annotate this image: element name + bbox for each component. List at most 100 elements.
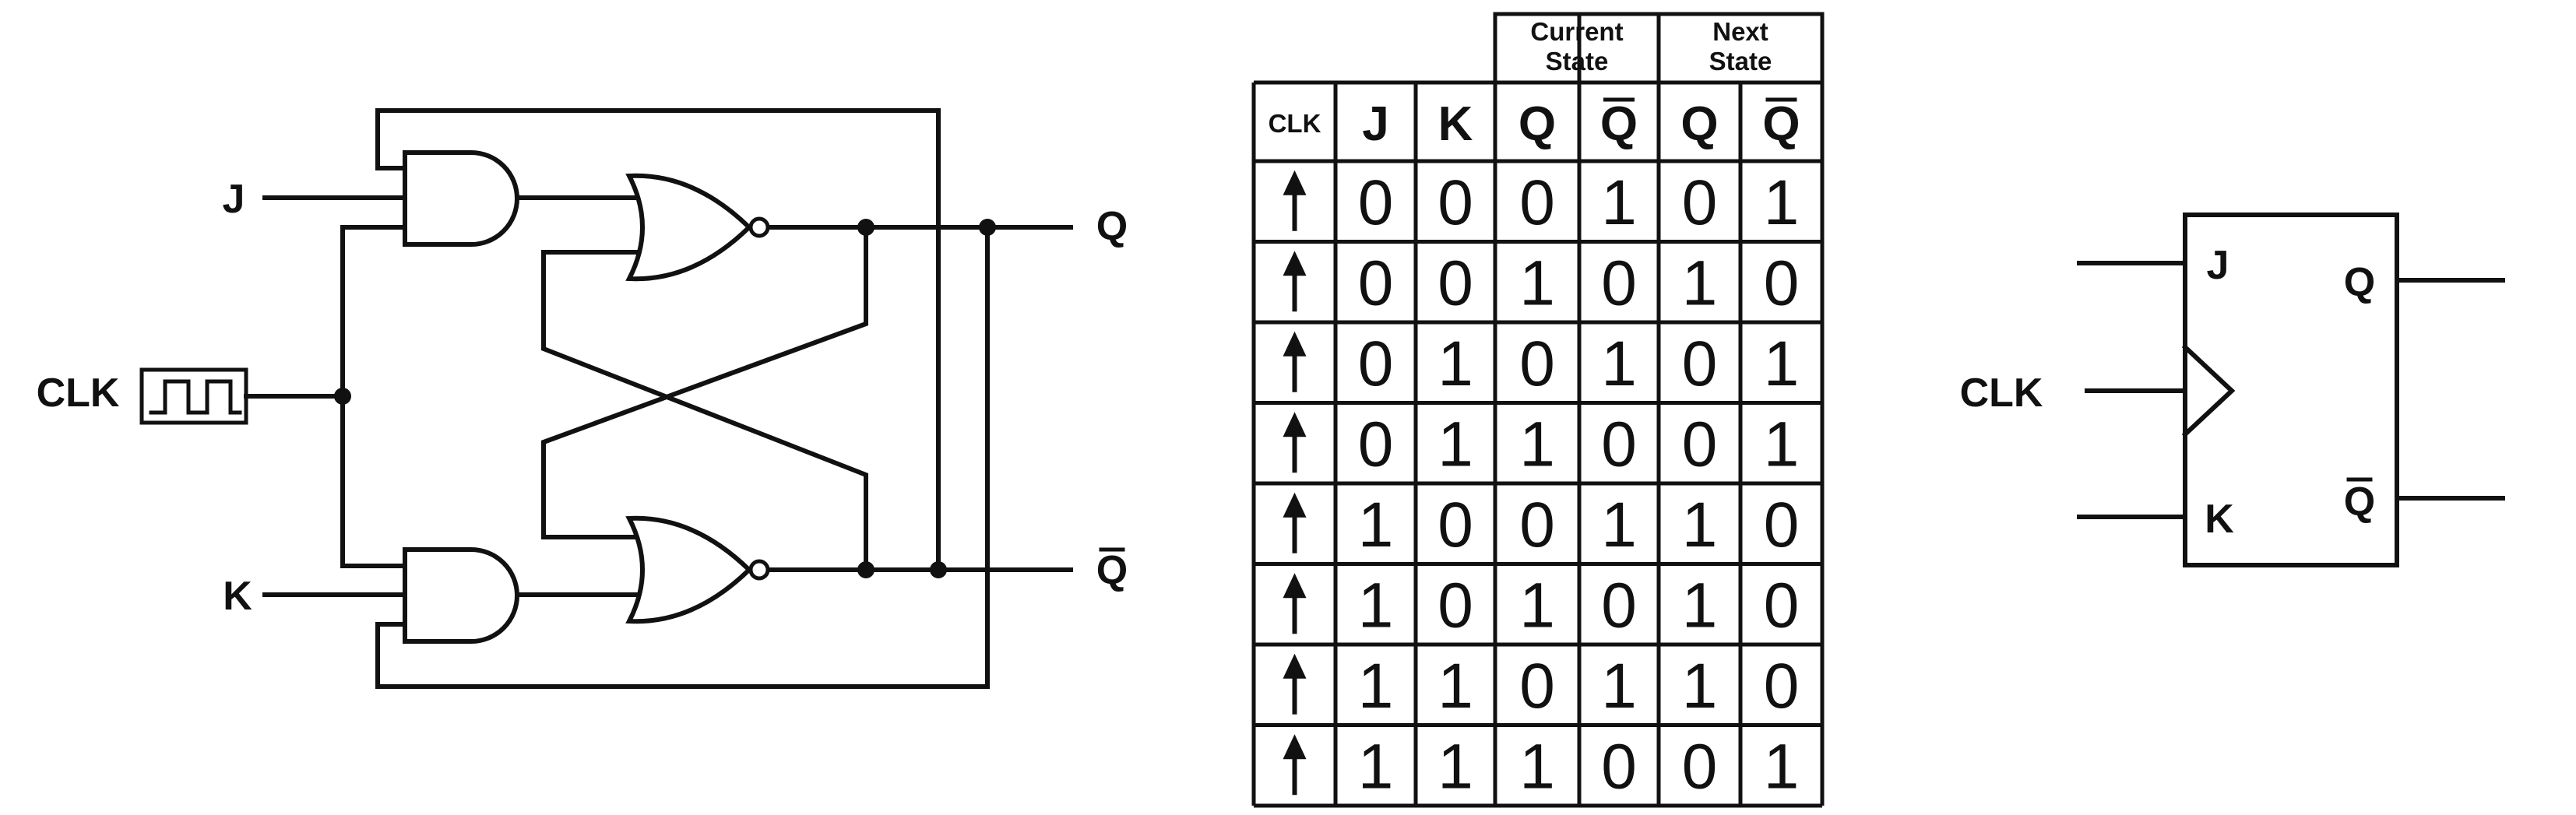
table-cell: 0 (1358, 328, 1394, 399)
table-cell: 0 (1682, 328, 1718, 399)
table-cell: 1 (1519, 409, 1555, 480)
next-state-label-line1: Next (1712, 17, 1768, 46)
rising-edge-arrow-icon (1283, 734, 1307, 796)
column-header: Q (1519, 97, 1556, 151)
column-header: Q (1600, 97, 1638, 151)
table-cell: 0 (1601, 570, 1637, 641)
block-clk-label: CLK (1960, 371, 2043, 416)
input-k-label: K (223, 574, 252, 619)
flip-flop-box (2183, 213, 2399, 567)
table-cell: 1 (1764, 731, 1800, 802)
table-cell: 1 (1601, 328, 1637, 399)
next-state-label-line2: State (1709, 47, 1772, 76)
table-cell: 0 (1358, 167, 1394, 238)
table-cell: 1 (1764, 328, 1800, 399)
block-pin-qbar-label: Q (2344, 477, 2375, 525)
table-cell: 1 (1682, 248, 1718, 318)
table-cell: 0 (1764, 651, 1800, 722)
table-cell: 1 (1358, 651, 1394, 722)
rising-edge-arrow-icon (1283, 251, 1307, 312)
table-cell: 1 (1438, 731, 1473, 802)
table-cell: 0 (1601, 731, 1637, 802)
table-cell: 0 (1358, 248, 1394, 318)
table-cell: 0 (1601, 409, 1637, 480)
junction-dots (334, 219, 996, 578)
table-cell: 0 (1682, 731, 1718, 802)
table-cell: 0 (1438, 248, 1473, 318)
clock-source-icon (139, 367, 248, 425)
table-cell: 1 (1358, 731, 1394, 802)
table-cell: 0 (1601, 248, 1637, 318)
table-cell: 1 (1519, 248, 1555, 318)
table-cell: 1 (1764, 167, 1800, 238)
rising-edge-arrow-icon (1283, 412, 1307, 473)
nor-gate-top (625, 173, 770, 282)
table-cell: 0 (1682, 409, 1718, 480)
svg-text:Q: Q (2344, 480, 2375, 525)
table-cell: 1 (1682, 570, 1718, 641)
and-gate-bottom (403, 547, 519, 644)
block-pin-j-label: J (2207, 243, 2229, 288)
svg-text:Q: Q (1096, 548, 1128, 593)
table-cell: 0 (1764, 570, 1800, 641)
table-cell: 1 (1358, 490, 1394, 560)
table-cell: 1 (1519, 570, 1555, 641)
circuit-wires (244, 108, 1073, 689)
table-cell: 0 (1519, 167, 1555, 238)
table-cell: 1 (1519, 731, 1555, 802)
rising-edge-arrow-icon (1283, 170, 1307, 231)
table-cell: 1 (1601, 490, 1637, 560)
current-state-label-line1: Current (1530, 17, 1623, 46)
table-cell: 1 (1438, 328, 1473, 399)
nor-gate-bottom (625, 515, 770, 624)
table-cell: 0 (1519, 328, 1555, 399)
input-j-label: J (223, 177, 245, 222)
table-cell: 0 (1438, 490, 1473, 560)
table-cell: 1 (1682, 651, 1718, 722)
table-cell: 1 (1601, 651, 1637, 722)
and-gate-top (403, 150, 519, 247)
table-cell: 0 (1764, 248, 1800, 318)
block-pin-k-label: K (2205, 497, 2234, 542)
table-cell: 1 (1682, 490, 1718, 560)
column-header: Q (1680, 97, 1718, 151)
table-cell: 1 (1601, 167, 1637, 238)
column-header: CLK (1269, 109, 1321, 138)
input-clk-label: CLK (37, 371, 120, 416)
table-cell: 0 (1764, 490, 1800, 560)
table-cell: 0 (1438, 570, 1473, 641)
table-cell: 0 (1519, 651, 1555, 722)
table-cell: 0 (1682, 167, 1718, 238)
table-cell: 1 (1764, 409, 1800, 480)
rising-edge-arrow-icon (1283, 653, 1307, 715)
block-pin-q-label: Q (2344, 260, 2375, 305)
jk-flip-flop-block-symbol: J K Q Q CLK (1960, 213, 2505, 567)
gate-level-circuit: J K CLK Q Q (37, 108, 1128, 689)
rising-edge-arrow-icon (1283, 573, 1307, 634)
column-header: Q (1762, 97, 1800, 151)
output-qbar-label: Q (1096, 547, 1128, 593)
table-cell: 1 (1438, 651, 1473, 722)
table-cell: 0 (1358, 409, 1394, 480)
rising-edge-arrow-icon (1283, 492, 1307, 553)
table-cell: 1 (1438, 409, 1473, 480)
column-header: J (1362, 97, 1388, 151)
rising-edge-arrow-icon (1283, 331, 1307, 392)
column-header: K (1438, 97, 1473, 151)
table-grid (1251, 80, 1825, 808)
table-cell: 0 (1438, 167, 1473, 238)
table-cell: 1 (1358, 570, 1394, 641)
current-state-label-line2: State (1546, 47, 1609, 76)
